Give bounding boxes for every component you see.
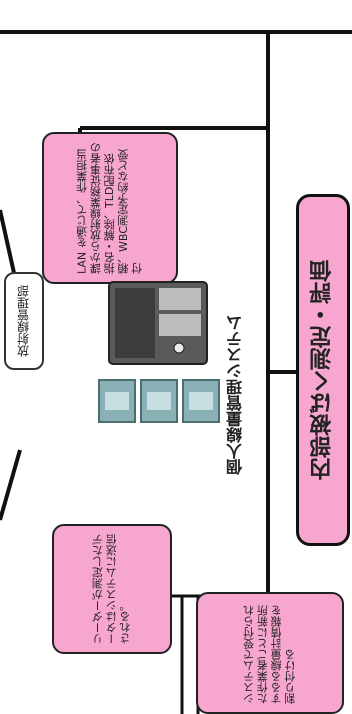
left-curve-lower xyxy=(0,449,22,521)
internal-exposure-text: 内部被ばく測定・評価 xyxy=(310,260,336,480)
bottom-callout-text: システムで受付られた作業者ごとに新所するる線量計情報を割り付ける xyxy=(242,605,297,704)
system-label: 個人線量管理システム xyxy=(212,290,260,500)
left-callout: リーダーが測定したデータはシステムに送信される。 xyxy=(52,524,172,654)
server-icon xyxy=(98,281,220,423)
system-label-text: 個人線量管理システム xyxy=(226,315,245,475)
internal-exposure-box: 内部被ばく測定・評価 xyxy=(296,194,350,546)
top-callout: LAN を通じて、作業担当課から放射線業務従事者の指名・解除、TLD配布依頼、W… xyxy=(42,132,178,284)
department-box: 放射線管理部 xyxy=(4,272,44,370)
department-label: 放射線管理部 xyxy=(16,285,31,357)
top-callout-text: LAN を通じて、作業担当課から放射線業務従事者の指名・解除、TLD配布依頼、W… xyxy=(75,142,144,274)
left-callout-text: リーダーが測定したデータはシステムに送信される。 xyxy=(91,534,132,644)
bottom-callout: システムで受付られた作業者ごとに新所するる線量計情報を割り付ける xyxy=(196,592,344,714)
